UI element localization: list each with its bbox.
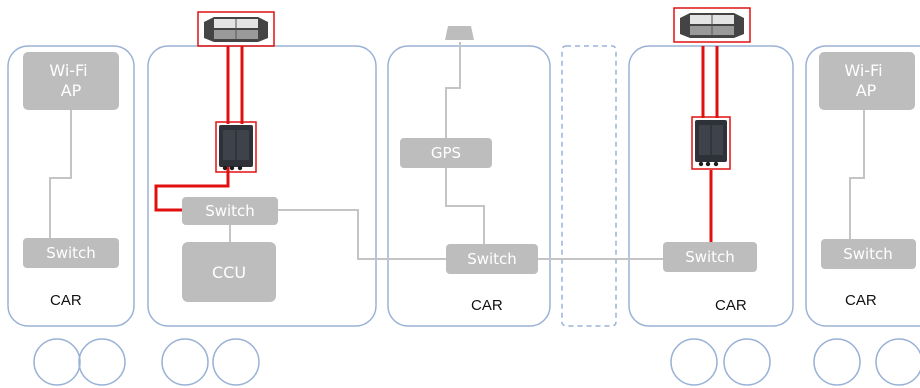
svg-text:Wi-Fi AP: Wi-Fi AP <box>49 61 92 100</box>
switch-car2-box <box>182 197 278 225</box>
switch-car1-label: Switch <box>46 244 96 262</box>
wheel <box>723 338 771 386</box>
car-6-body <box>805 45 920 327</box>
switch-car1-box <box>23 238 119 268</box>
wheel <box>875 338 920 386</box>
wifi-ap-right-label-line2: AP <box>856 81 877 100</box>
wheel <box>212 338 260 386</box>
car-1-label: CAR <box>50 292 82 309</box>
wheel <box>670 338 718 386</box>
wifi-ap-left-label-line1: Wi-Fi <box>49 61 87 80</box>
line-gps-to-switch-car3 <box>445 168 485 244</box>
gps-label: GPS <box>431 144 461 162</box>
roof-antenna-icon <box>197 11 275 47</box>
switch-car5-box <box>663 242 757 272</box>
red-modem-to-switch-car2 <box>154 166 230 212</box>
line-wifi-to-switch-car6 <box>849 110 865 240</box>
svg-text:Wi-Fi AP: Wi-Fi AP <box>844 61 887 100</box>
switch-car3-label: Switch <box>467 250 517 268</box>
car-3-label: CAR <box>471 297 503 314</box>
switch-car2-label: Switch <box>205 202 255 220</box>
line-wifi-to-switch-car1 <box>49 110 72 240</box>
switch-car5-label: Switch <box>685 248 735 266</box>
cellular-router-icon <box>691 116 731 170</box>
gps-antenna-icon <box>445 26 474 40</box>
gps-box <box>400 138 492 168</box>
switch-car3-box <box>446 244 538 274</box>
car-5-label: CAR <box>715 297 747 314</box>
ccu-label: CCU <box>212 263 246 282</box>
car-5-body <box>628 45 794 327</box>
wheel <box>33 338 81 386</box>
wifi-ap-left-box <box>23 52 119 110</box>
roof-antenna-icon <box>673 7 751 43</box>
car-4-body <box>561 45 617 327</box>
car-6-label: CAR <box>845 292 877 309</box>
wifi-ap-right-box <box>819 52 915 110</box>
wheel <box>78 338 126 386</box>
line-switch-car2-to-switch-car3 <box>278 209 446 260</box>
cellular-router-icon <box>215 121 257 173</box>
car-3-body <box>387 45 551 327</box>
wheel <box>161 338 209 386</box>
line-gps-antenna-to-gps <box>445 42 461 138</box>
ccu-box <box>182 242 276 302</box>
car-1-body <box>7 45 135 327</box>
wheel <box>813 338 861 386</box>
wifi-ap-left-label-line2: AP <box>61 81 82 100</box>
switch-car6-box <box>821 239 916 269</box>
switch-car6-label: Switch <box>843 245 893 263</box>
wifi-ap-right-label-line1: Wi-Fi <box>844 61 882 80</box>
